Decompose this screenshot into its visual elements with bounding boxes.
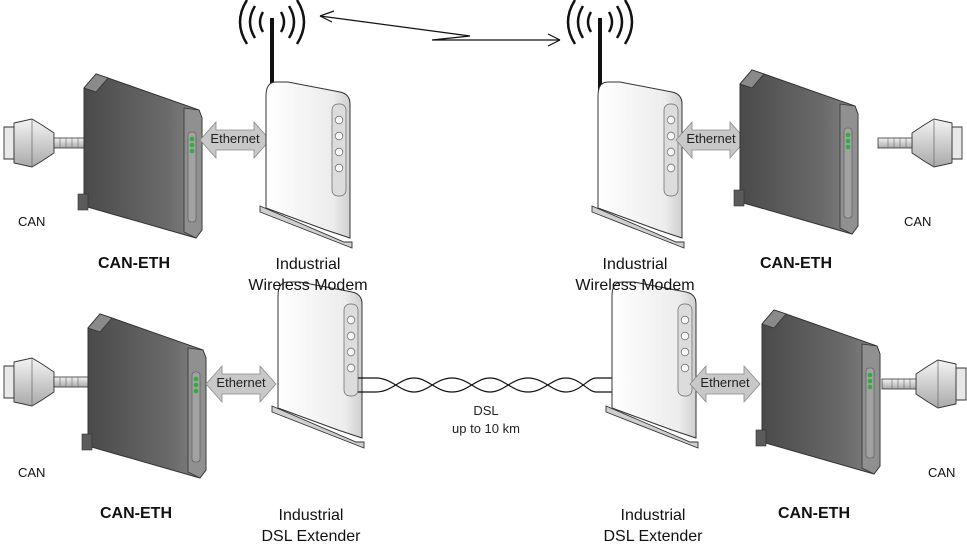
dsl-extender-label-right: Industrial DSL Extender: [578, 505, 728, 547]
can-eth-device-right-bottom: [755, 309, 881, 475]
dsl-link-label-line1: DSL: [473, 403, 499, 418]
wireless-modem-left: [259, 81, 353, 249]
dsl-extender-left: [271, 281, 365, 449]
can-connector-right-top: [877, 118, 963, 168]
can-connector-right-bottom: [881, 359, 967, 409]
can-port-label-left-bottom: CAN: [18, 465, 46, 480]
ethernet-label-right-top: Ethernet: [686, 131, 736, 146]
modem-label-left-top: Industrial Wireless Modem: [228, 254, 388, 296]
can-port-label-left-top: CAN: [18, 214, 46, 229]
dsl-twisted-pair-cable: [358, 377, 612, 393]
can-eth-label-left-bottom: CAN-ETH: [100, 505, 172, 522]
wireless-modem-right: [591, 81, 685, 249]
can-eth-device-left-top: [77, 73, 203, 239]
dsl-extender-right: [605, 281, 699, 449]
ethernet-label-left-bottom: Ethernet: [216, 375, 266, 390]
modem-label-right-top-line2: Wireless Modem: [575, 277, 695, 294]
can-eth-device-right-top: [733, 69, 859, 235]
wireless-link-arrow: [319, 10, 561, 47]
can-port-label-right-top: CAN: [904, 214, 932, 229]
ethernet-label-right-bottom: Ethernet: [700, 375, 750, 390]
can-connector-left-top: [3, 118, 89, 168]
can-eth-label-right-bottom: CAN-ETH: [778, 505, 850, 522]
ethernet-label-left-top: Ethernet: [210, 131, 260, 146]
modem-label-right-top-line1: Industrial: [602, 256, 668, 273]
modem-label-left-top-line2: Wireless Modem: [248, 277, 368, 294]
can-eth-label-left-top: CAN-ETH: [98, 255, 170, 272]
antenna-icon-left: [238, 0, 306, 96]
dsl-extender-label-left-line2: DSL Extender: [261, 528, 361, 545]
dsl-extender-label-left-line1: Industrial: [278, 507, 344, 524]
dsl-extender-label-right-line2: DSL Extender: [603, 528, 703, 545]
can-connector-left-bottom: [3, 357, 89, 407]
can-eth-label-right-top: CAN-ETH: [760, 255, 832, 272]
dsl-extender-label-left: Industrial DSL Extender: [236, 505, 386, 547]
modem-label-right-top: Industrial Wireless Modem: [555, 254, 715, 296]
dsl-link-label-line2: up to 10 km: [452, 421, 520, 436]
antenna-icon-right: [566, 0, 634, 96]
dsl-link-label: DSL up to 10 km: [430, 402, 542, 438]
can-port-label-right-bottom: CAN: [928, 465, 956, 480]
dsl-extender-label-right-line1: Industrial: [620, 507, 686, 524]
can-eth-device-left-bottom: [81, 313, 207, 479]
modem-label-left-top-line1: Industrial: [275, 256, 341, 273]
